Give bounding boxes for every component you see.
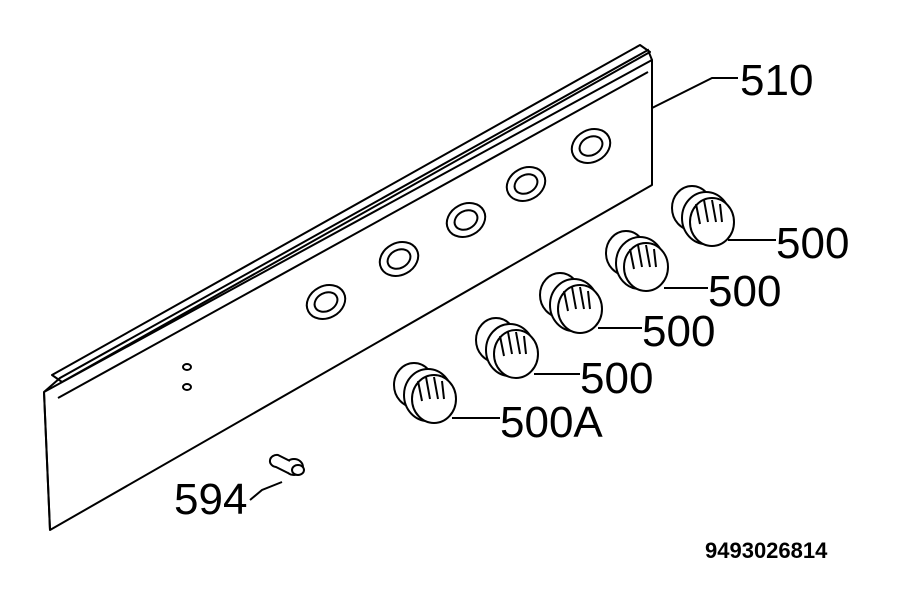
panel-knob-hole xyxy=(505,166,547,202)
label-500: 500 xyxy=(708,267,781,316)
control-knob-icon xyxy=(671,185,735,247)
control-panel-icon xyxy=(43,44,653,531)
control-knob-icon xyxy=(475,317,539,379)
leader-line xyxy=(249,481,283,501)
panel-knob-hole xyxy=(445,202,487,238)
screw-icon xyxy=(268,453,305,476)
panel-knob-hole xyxy=(378,241,420,277)
leader-line xyxy=(651,77,738,109)
label-510: 510 xyxy=(740,56,813,105)
control-knob-icon xyxy=(605,230,669,292)
label-500: 500 xyxy=(776,219,849,268)
panel-knob-hole xyxy=(570,128,612,164)
label-500: 500 xyxy=(642,307,715,356)
label-500: 500 xyxy=(580,354,653,403)
label-500a: 500A xyxy=(500,398,603,447)
drawing-number: 9493026814 xyxy=(705,538,828,563)
label-594: 594 xyxy=(174,475,247,524)
control-knob-icon xyxy=(393,362,457,424)
control-knob-icon xyxy=(539,272,603,334)
panel-knob-hole xyxy=(305,284,347,320)
